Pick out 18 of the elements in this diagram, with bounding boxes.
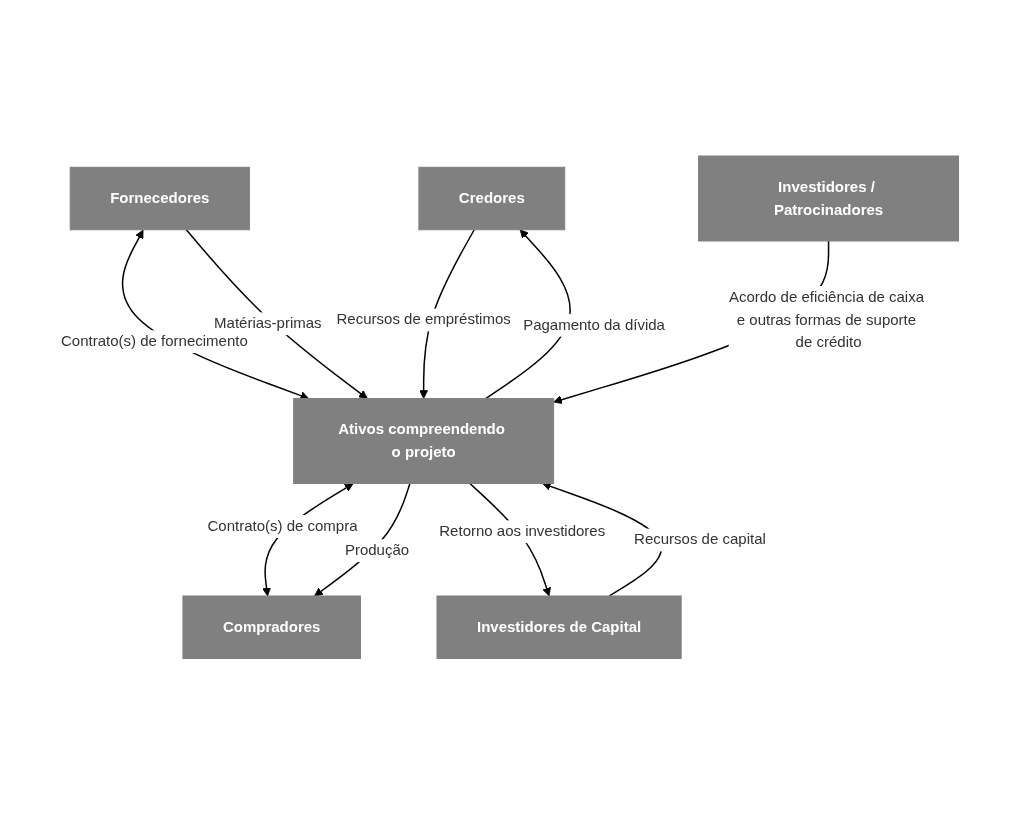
node-box: Investidores / Patrocinadores: [697, 155, 959, 242]
arrow: [313, 482, 411, 597]
edge-label: Matérias-primas: [213, 314, 322, 332]
edge-label: Recursos de empréstimos: [336, 310, 511, 328]
edge-label: Acordo de eficiência de caixa e outras formas de suporte de crédito: [728, 287, 924, 350]
node-box: Ativos compreendendo o projeto: [292, 397, 554, 484]
node-box: Fornecedores: [69, 166, 250, 230]
edge-label: Produção: [344, 540, 409, 558]
edge-label: Contrato(s) de compra: [207, 516, 358, 534]
node-box: Compradores: [182, 595, 361, 659]
arrow: [185, 228, 368, 399]
node-box: Investidores de Capital: [436, 595, 682, 659]
edge-label: Pagamento da dívida: [522, 315, 665, 333]
arrow: [485, 229, 571, 399]
edge-label: Contrato(s) de fornecimento: [60, 331, 248, 349]
edge-label: Recursos de capital: [633, 530, 766, 548]
edge-label: Retorno aos investidores: [439, 522, 605, 540]
node-box: Credores: [418, 166, 565, 230]
